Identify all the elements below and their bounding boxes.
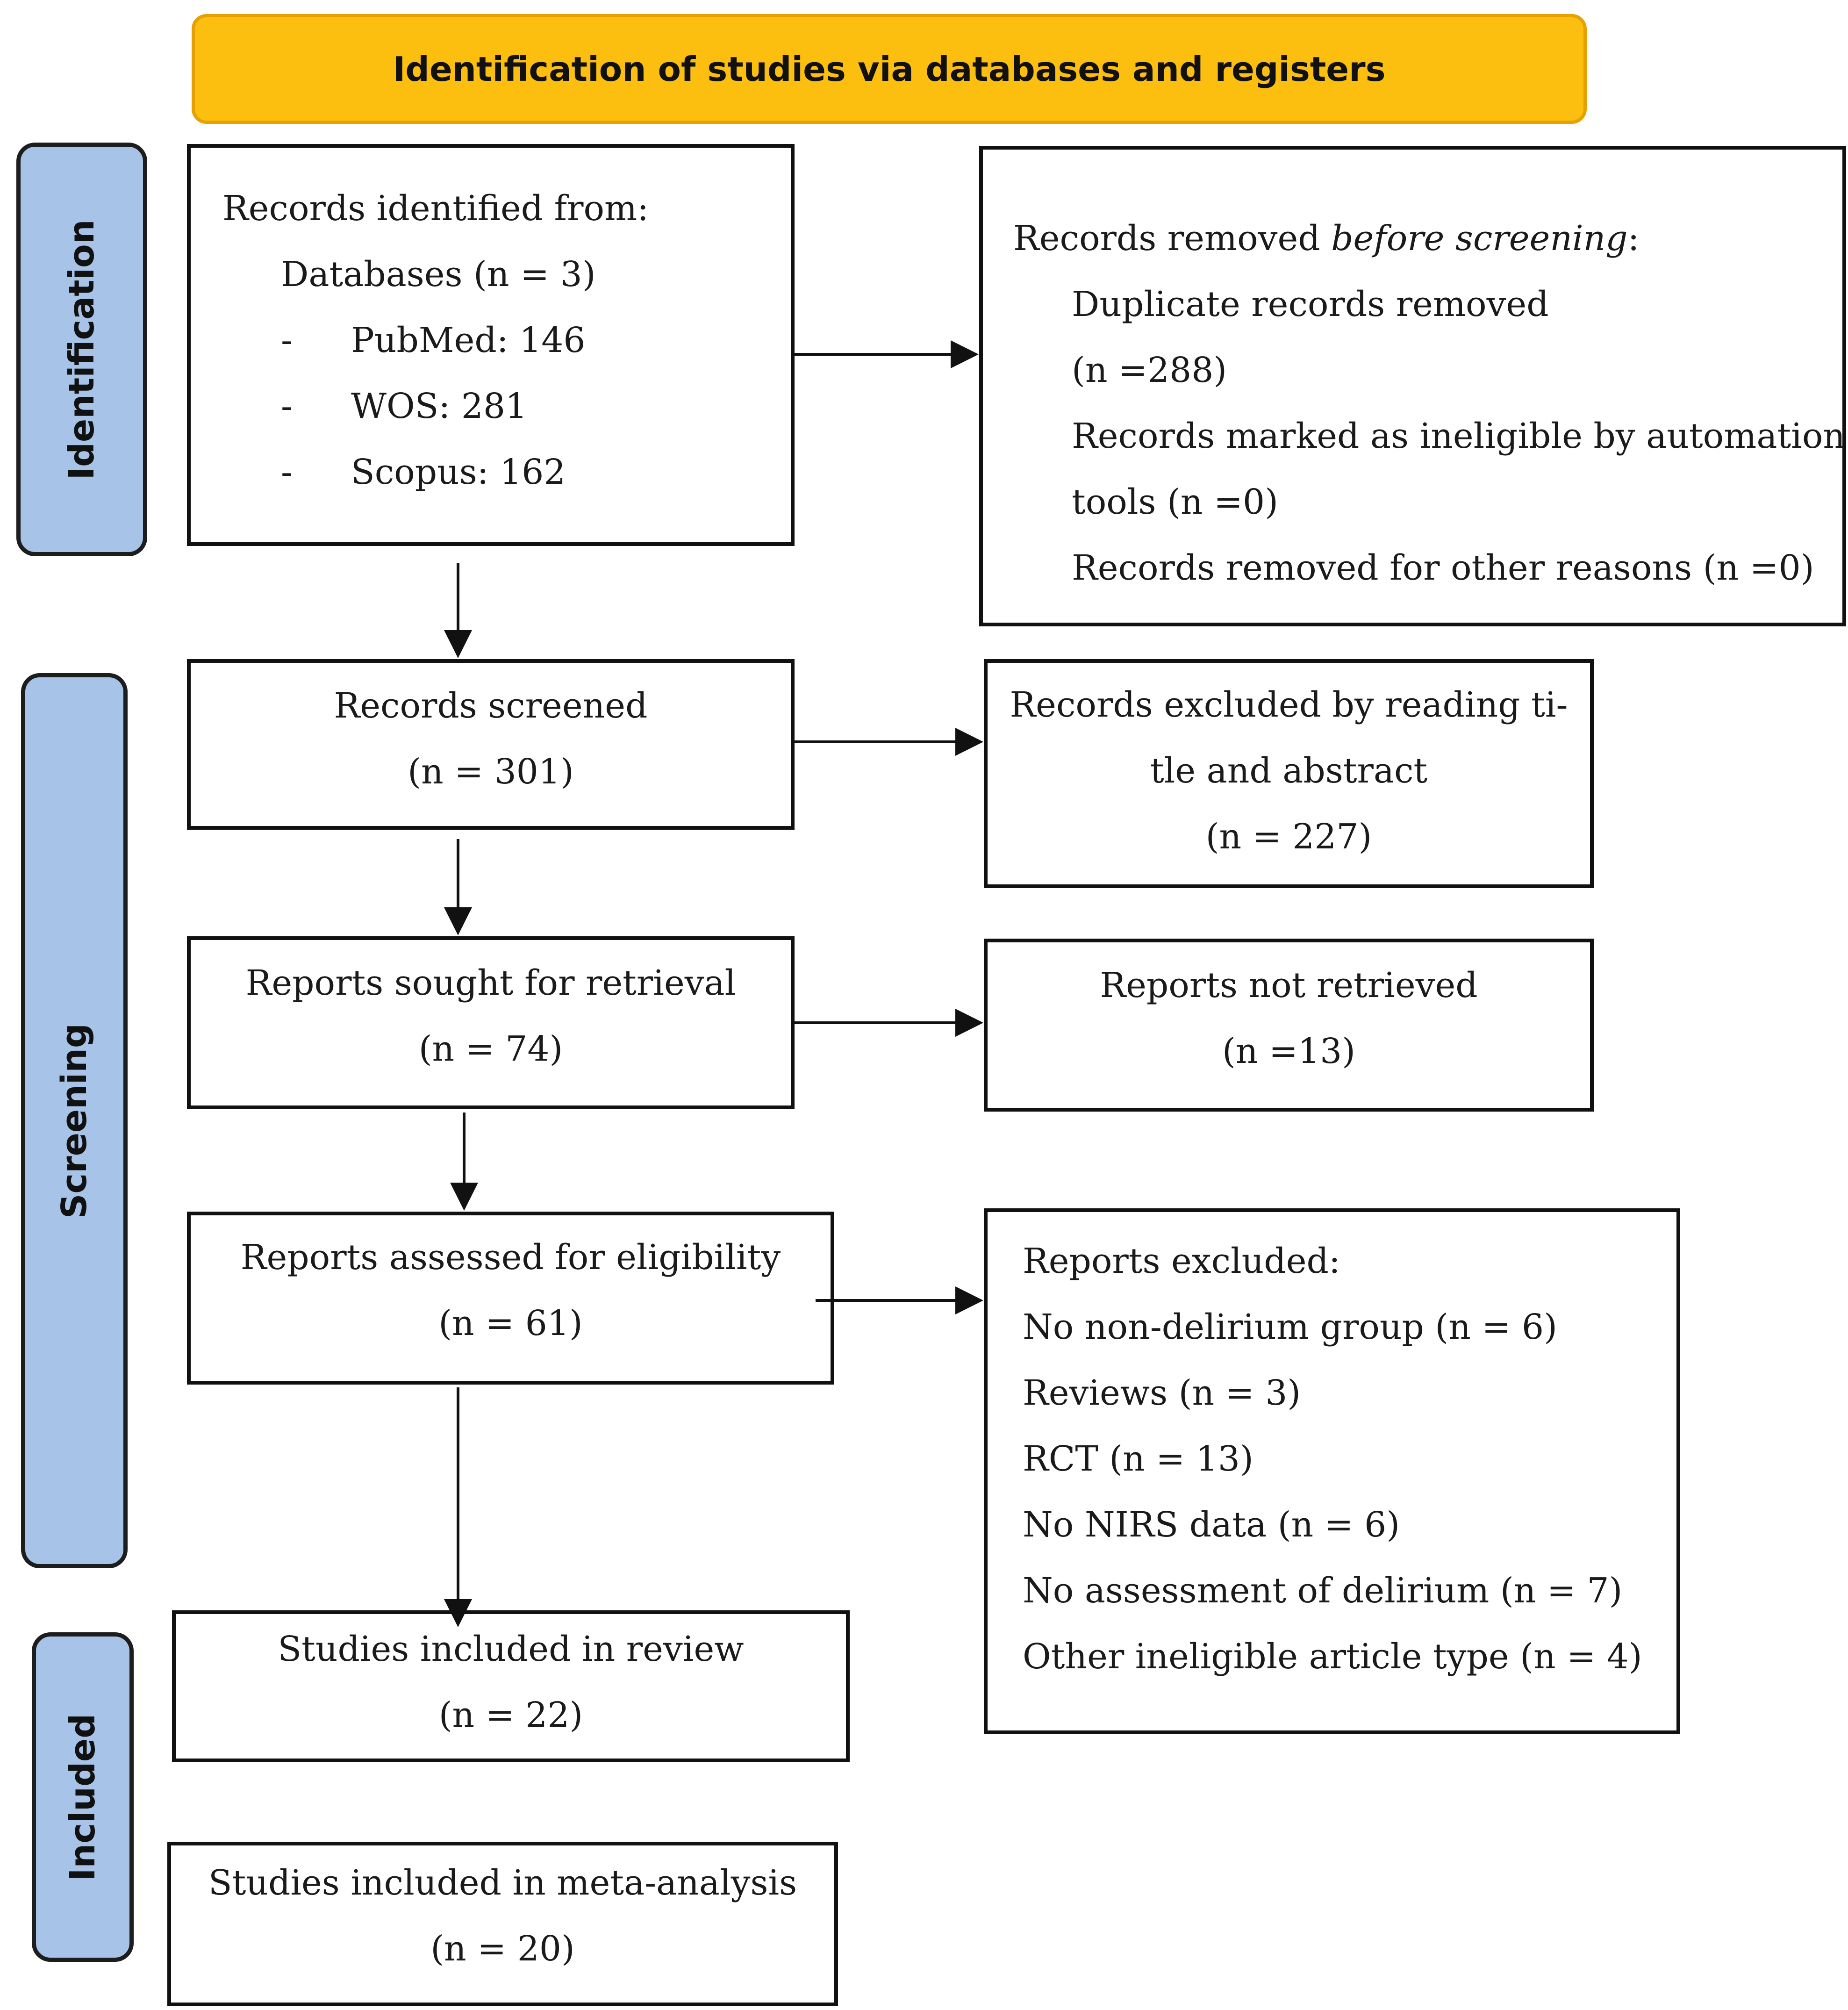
excluded-reason: RCT (n = 13) (1023, 1439, 1253, 1479)
list-dash: - (281, 452, 293, 492)
databases-count: Databases (n = 3) (281, 254, 596, 294)
removed-duplicates-count: (n =288) (1072, 350, 1227, 390)
records-excluded-line2: tle and abstract (1150, 751, 1428, 791)
records-identified-box: Records identified from: Databases (n = … (187, 144, 795, 546)
removed-duplicates: Duplicate records removed (1072, 284, 1549, 324)
records-removed-box: Records removed before screening: Duplic… (979, 146, 1846, 626)
source-label: Scopus: 162 (351, 452, 566, 492)
excluded-reason: No NIRS data (n = 6) (1023, 1505, 1400, 1545)
reports-not-retrieved-count: (n =13) (1222, 1031, 1356, 1071)
records-screened-box: Records screened (n = 301) (187, 659, 795, 830)
reports-sought-label: Reports sought for retrieval (245, 963, 736, 1003)
records-removed-title-suffix: : (1627, 218, 1640, 258)
records-excluded-count: (n = 227) (1205, 817, 1372, 857)
studies-meta-box: Studies included in meta-analysis (n = 2… (167, 1842, 838, 2006)
list-dash: - (281, 320, 293, 360)
excluded-reason: Other ineligible article type (n = 4) (1023, 1637, 1642, 1677)
records-removed-title-italic: before screening (1331, 218, 1628, 258)
reports-excluded-box: Reports excluded: No non-delirium group … (984, 1208, 1680, 1734)
reports-sought-box: Reports sought for retrieval (n = 74) (187, 936, 795, 1109)
phase-screening: Screening (21, 673, 128, 1568)
source-pubmed: - PubMed: 146 (222, 308, 791, 373)
excluded-reason: No non-delirium group (n = 6) (1023, 1307, 1557, 1347)
excluded-reason: No assessment of delirium (n = 7) (1023, 1571, 1623, 1611)
phase-included: Included (32, 1632, 134, 1962)
studies-review-count: (n = 22) (438, 1695, 583, 1735)
source-label: WOS: 281 (351, 386, 528, 426)
reports-assessed-count: (n = 61) (438, 1303, 583, 1343)
records-screened-count: (n = 301) (408, 752, 574, 792)
list-dash: - (281, 386, 293, 426)
records-excluded-box: Records excluded by reading ti- tle and … (984, 659, 1594, 888)
source-label: PubMed: 146 (351, 320, 586, 360)
header-title: Identification of studies via databases … (393, 49, 1386, 89)
records-screened-label: Records screened (334, 686, 648, 726)
excluded-reason: Reviews (n = 3) (1023, 1373, 1301, 1413)
studies-review-box: Studies included in review (n = 22) (172, 1610, 850, 1762)
records-removed-title: Records removed before screening: (1013, 206, 1842, 272)
source-scopus: - Scopus: 162 (222, 439, 791, 505)
records-excluded-line1: Records excluded by reading ti- (1010, 685, 1568, 725)
reports-excluded-title: Reports excluded: (1023, 1241, 1340, 1281)
removed-automation: Records marked as ineligible by automati… (1072, 416, 1846, 456)
reports-not-retrieved-label: Reports not retrieved (1100, 965, 1478, 1005)
source-wos: - WOS: 281 (222, 373, 791, 439)
phase-identification: Identification (16, 143, 147, 556)
studies-meta-count: (n = 20) (430, 1929, 575, 1969)
reports-assessed-box: Reports assessed for eligibility (n = 61… (187, 1212, 834, 1385)
removed-automation-count: tools (n =0) (1072, 482, 1279, 522)
records-identified-title: Records identified from: (222, 188, 649, 229)
header-banner: Identification of studies via databases … (192, 14, 1587, 124)
records-removed-title-prefix: Records removed (1013, 218, 1332, 258)
reports-not-retrieved-box: Reports not retrieved (n =13) (984, 939, 1594, 1112)
removed-other: Records removed for other reasons (n =0) (1072, 548, 1814, 588)
studies-review-label: Studies included in review (278, 1629, 744, 1669)
reports-assessed-label: Reports assessed for eligibility (240, 1237, 781, 1278)
studies-meta-label: Studies included in meta-analysis (208, 1863, 797, 1903)
reports-sought-count: (n = 74) (418, 1029, 563, 1069)
